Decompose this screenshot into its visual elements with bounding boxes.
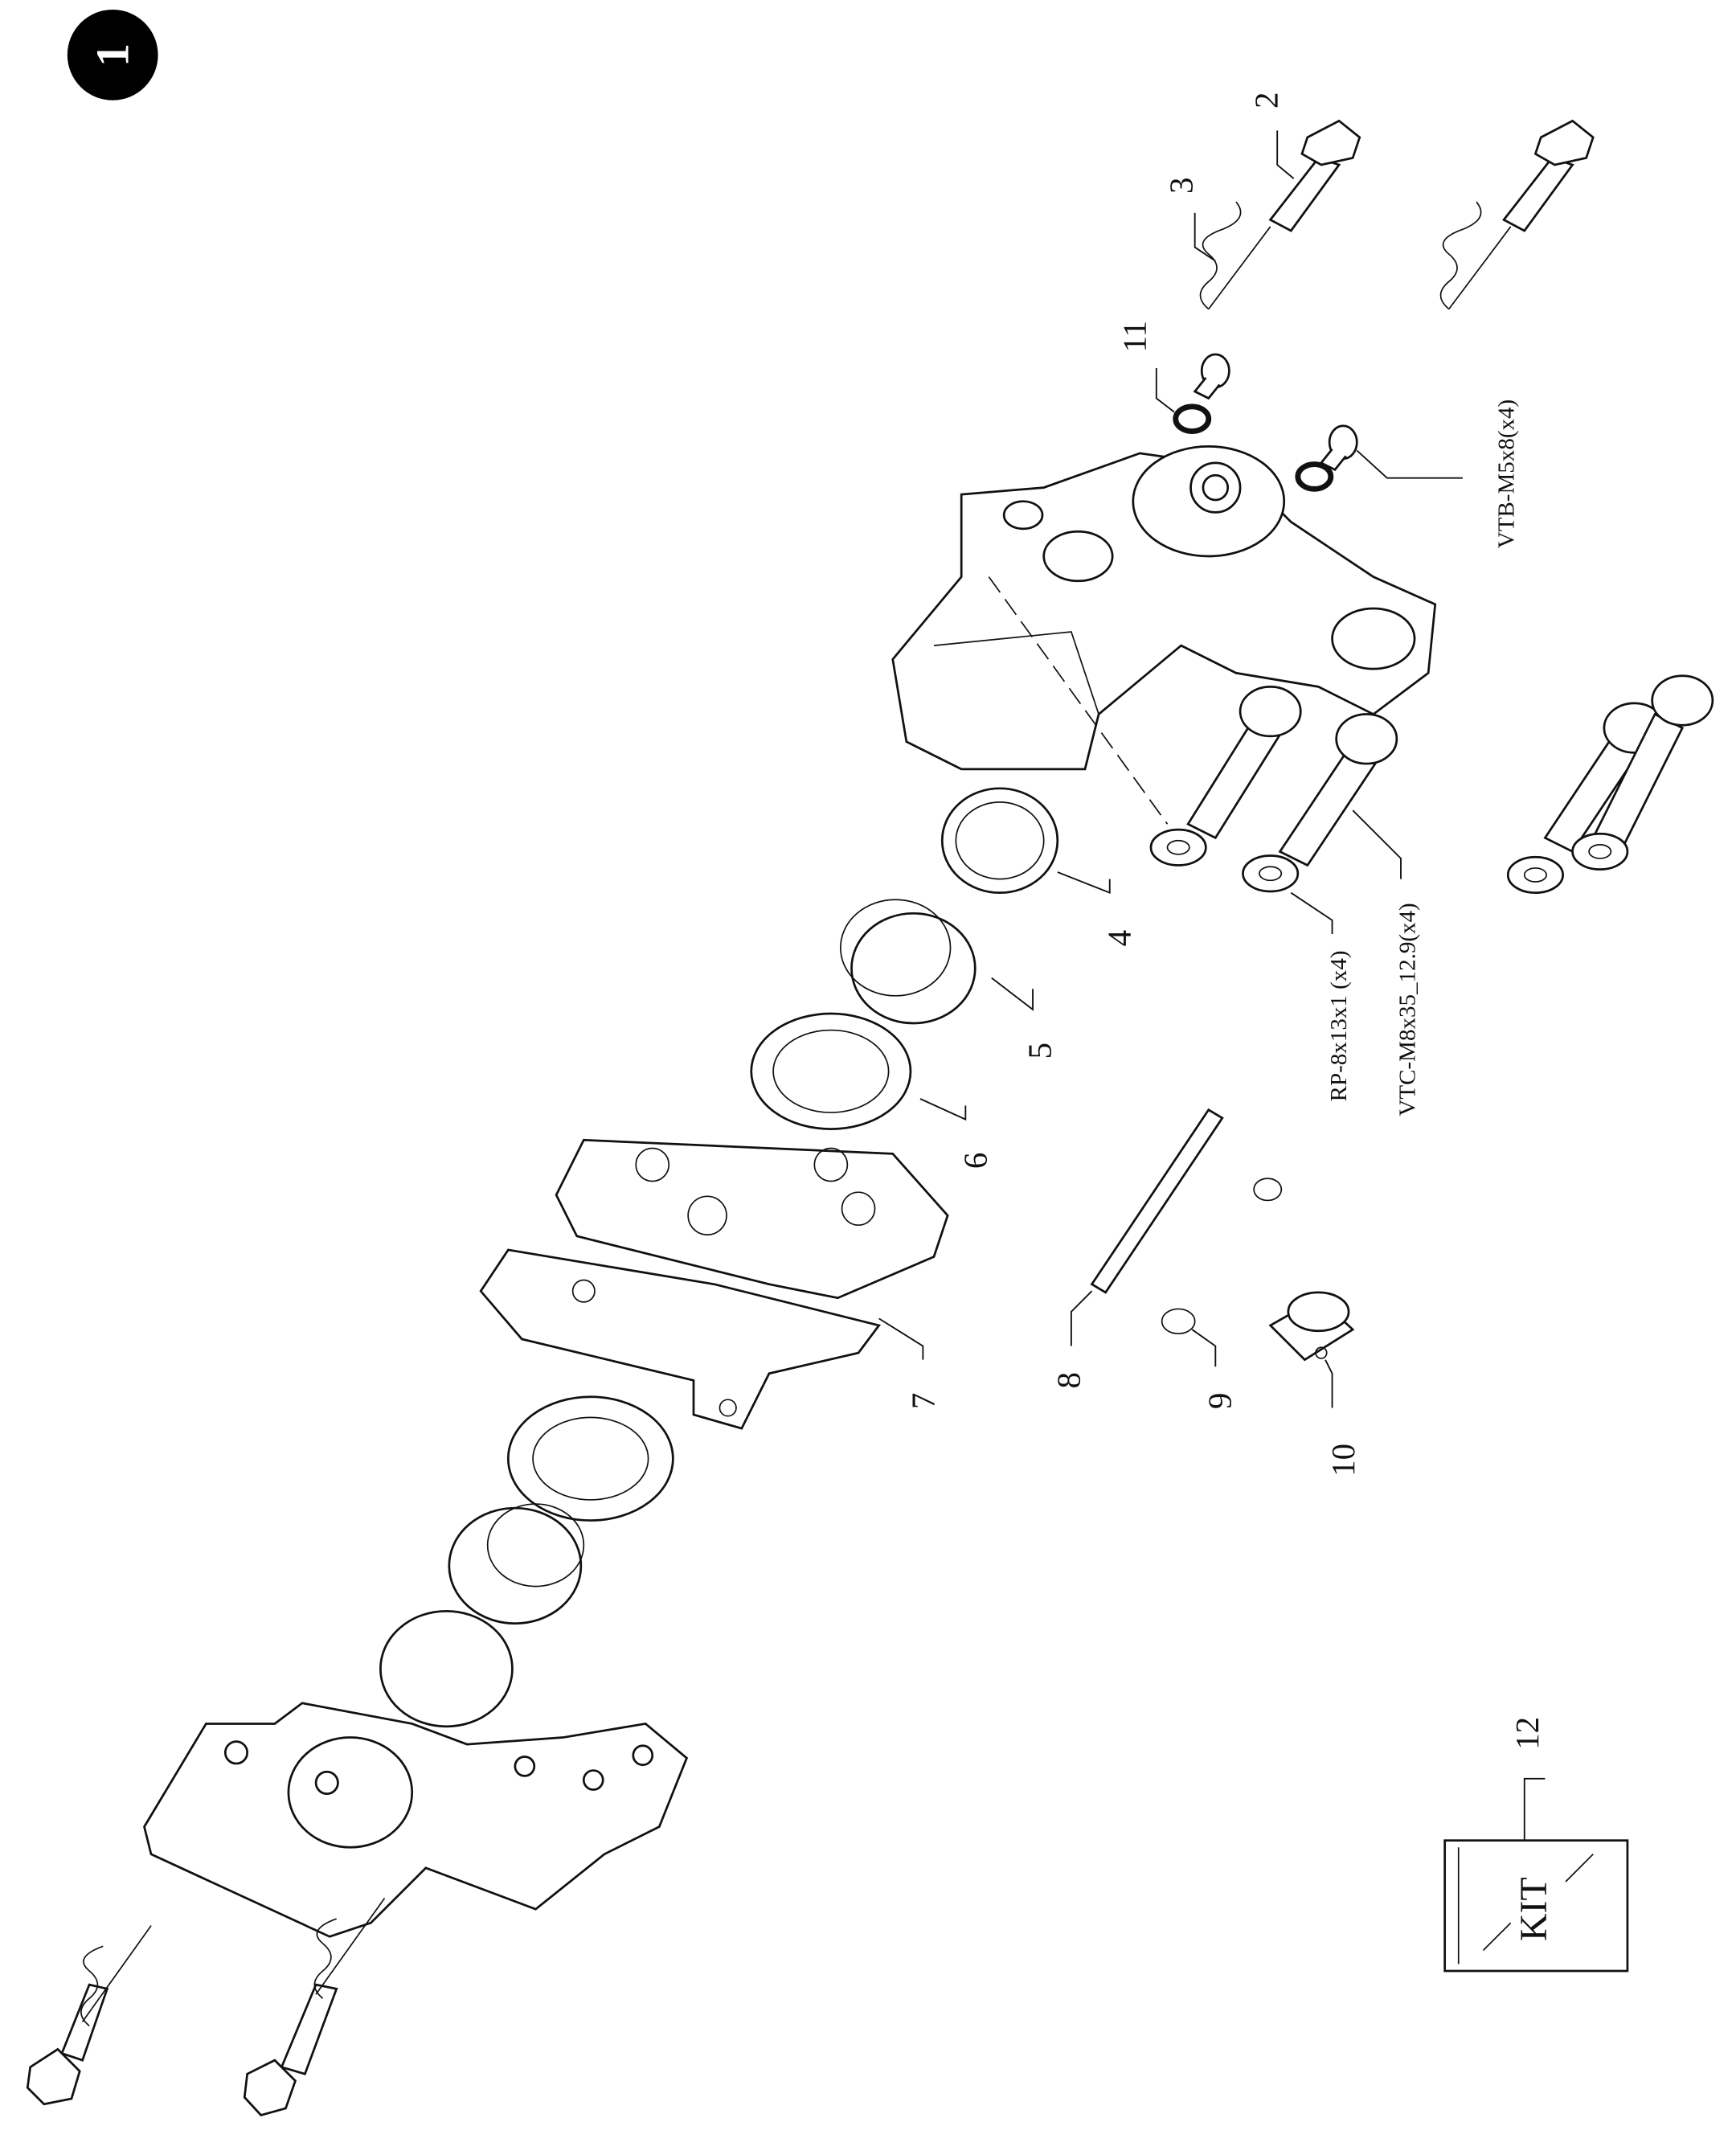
kit-bag: KIT <box>1443 1839 1629 1973</box>
spec-small-screw: VTB-M5x8(x4) <box>1494 399 1520 548</box>
callout-11: 11 <box>1116 321 1153 352</box>
callout-4: 4 <box>1101 930 1138 947</box>
piston-seal-stack <box>379 787 1059 1728</box>
spring <box>80 201 1512 2027</box>
callout-7: 7 <box>904 1393 941 1409</box>
cap-screw <box>1186 674 1714 867</box>
pad-pin <box>1090 1108 1224 1294</box>
brake-pads <box>479 1138 949 1430</box>
leader-lines <box>878 130 1546 1841</box>
hex-bolt <box>26 119 1595 2116</box>
callout-5: 5 <box>1022 1043 1058 1059</box>
washer <box>1149 828 1629 895</box>
o-ring <box>1173 404 1334 492</box>
pin-collar <box>1268 1291 1355 1362</box>
retaining-clip <box>1161 1178 1283 1335</box>
sheet-number-badge: 1 <box>67 9 158 100</box>
spec-bolt: VTC-M8x35_12.9(x4) <box>1395 903 1421 1116</box>
callout-10: 10 <box>1325 1444 1361 1477</box>
caliper-half-right <box>891 445 1437 825</box>
callouts: 2 3 11 4 5 6 7 8 9 10 12 <box>904 92 1546 1749</box>
spec-labels: VTB-M5x8(x4) RP-8x13x1 (x4) VTC-M8x35_12… <box>1326 399 1519 1116</box>
callout-2: 2 <box>1248 92 1285 108</box>
caliper-half-left <box>143 1702 689 1938</box>
small-screw <box>1193 353 1358 472</box>
callout-9: 9 <box>1201 1393 1238 1409</box>
callout-8: 8 <box>1050 1372 1087 1389</box>
spec-washer: RP-8x13x1 (x4) <box>1326 950 1352 1101</box>
callout-6: 6 <box>956 1153 993 1170</box>
sheet-number: 1 <box>87 43 139 67</box>
callout-3: 3 <box>1163 177 1200 193</box>
callout-12: 12 <box>1509 1717 1546 1750</box>
kit-label: KIT <box>1513 1877 1555 1941</box>
